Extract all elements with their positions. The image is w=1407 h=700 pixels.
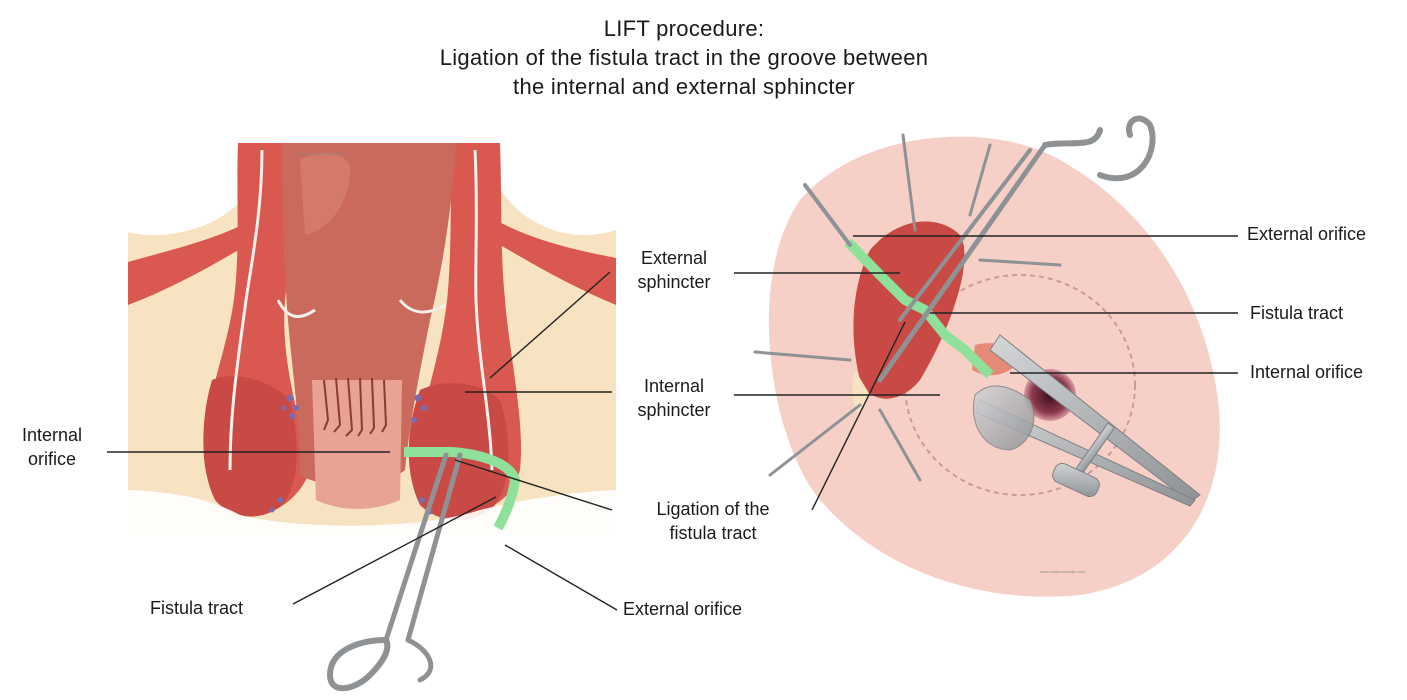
leader-external-orifice-left xyxy=(505,545,617,610)
label-external-orifice-left: External orifice xyxy=(623,597,742,621)
external-sphincter-left xyxy=(203,376,296,516)
operative-view xyxy=(769,137,1220,597)
label-internal-sphincter: Internal sphincter xyxy=(614,374,734,422)
watermark-left: www.coloproctologie.com xyxy=(298,151,343,156)
label-internal-orifice-left: Internal orifice xyxy=(6,423,98,471)
label-external-orifice-right: External orifice xyxy=(1247,222,1366,246)
label-external-sphincter: External sphincter xyxy=(614,246,734,294)
watermark-right: www.coloproctologie.com xyxy=(1040,569,1085,574)
label-fistula-tract-right: Fistula tract xyxy=(1250,301,1343,325)
label-ligation-of-fistula-tract: Ligation of the fistula tract xyxy=(626,497,800,545)
label-internal-orifice-right: Internal orifice xyxy=(1250,360,1363,384)
anatomical-cross-section xyxy=(128,143,616,535)
label-fistula-tract-left: Fistula tract xyxy=(150,596,243,620)
